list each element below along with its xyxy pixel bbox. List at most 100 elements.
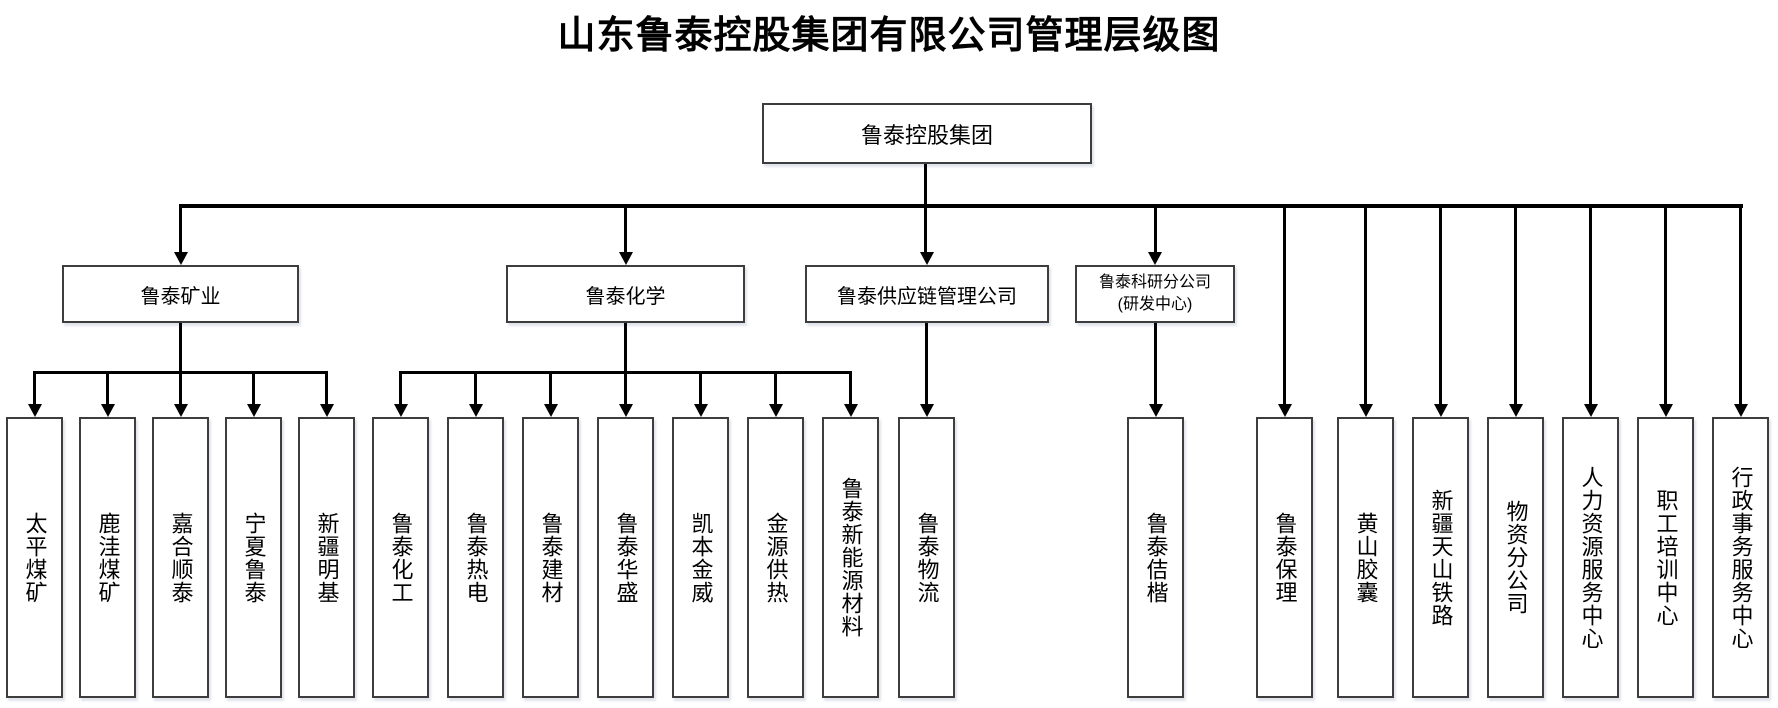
connector-line	[399, 373, 402, 405]
arrow-down-icon	[173, 404, 188, 417]
arrow-down-icon	[1433, 404, 1448, 417]
org-node-label: 鲁泰化工	[388, 511, 414, 604]
arrow-down-icon	[1358, 404, 1373, 417]
org-node-label: 嘉合顺泰	[168, 511, 194, 604]
connector-line	[925, 323, 928, 405]
arrow-down-icon	[618, 404, 633, 417]
org-node: 鲁泰物流	[898, 417, 955, 698]
connector-line	[179, 206, 182, 253]
arrow-down-icon	[1508, 404, 1523, 417]
org-node-label: 行政事务服务中心	[1728, 465, 1754, 650]
arrow-down-icon	[843, 404, 858, 417]
org-node-label: 黄山胶囊	[1353, 511, 1379, 604]
org-node-label: 鲁泰新能源材料	[838, 477, 864, 638]
org-node: 行政事务服务中心	[1712, 417, 1769, 698]
arrow-down-icon	[1733, 404, 1748, 417]
org-node-label: 鲁泰华盛	[613, 511, 639, 604]
org-node: 职工培训中心	[1637, 417, 1694, 698]
connector-line	[774, 373, 777, 405]
org-node: 鲁泰新能源材料	[822, 417, 879, 698]
connector-line	[33, 373, 36, 405]
connector-line	[1739, 206, 1742, 405]
org-node: 太平煤矿	[6, 417, 63, 698]
arrow-down-icon	[693, 404, 708, 417]
connector-line	[1664, 206, 1667, 405]
org-node: 新疆天山铁路	[1412, 417, 1469, 698]
org-node-label: 鲁泰矿业	[140, 285, 221, 308]
connector-line	[252, 373, 255, 405]
org-node-label: 物资分公司	[1503, 500, 1529, 615]
org-node-label: 鲁泰建材	[538, 511, 564, 604]
org-node-label: 鲁泰科研分公司	[1098, 274, 1211, 292]
arrow-down-icon	[1277, 404, 1292, 417]
arrow-down-icon	[100, 404, 115, 417]
org-node: 物资分公司	[1487, 417, 1544, 698]
org-node-label: 凯本金威	[688, 511, 714, 604]
arrow-down-icon	[768, 404, 783, 417]
connector-line	[1153, 206, 1157, 253]
org-node-label: 鲁泰供应链管理公司	[837, 285, 1017, 308]
connector-line	[924, 164, 927, 254]
org-node-chemical: 鲁泰化学	[506, 265, 745, 323]
arrow-down-icon	[173, 252, 188, 265]
arrow-down-icon	[468, 404, 483, 417]
connector-line	[1283, 206, 1286, 405]
org-node: 鲁泰热电	[447, 417, 504, 698]
org-node-label: 新疆天山铁路	[1428, 488, 1454, 627]
connector-line	[399, 371, 852, 374]
org-node: 鲁泰化工	[372, 417, 429, 698]
connector-line	[699, 373, 702, 405]
connector-line	[1439, 206, 1442, 405]
connector-line	[1589, 206, 1592, 405]
org-node-label: 鲁泰控股集团	[860, 122, 993, 148]
arrow-down-icon	[1658, 404, 1673, 417]
org-node-mining: 鲁泰矿业	[62, 265, 299, 323]
connector-line	[474, 373, 477, 405]
arrow-down-icon	[1148, 404, 1163, 417]
arrow-down-icon	[919, 404, 934, 417]
org-node: 宁夏鲁泰	[225, 417, 282, 698]
connector-line	[106, 373, 109, 405]
arrow-down-icon	[1148, 252, 1162, 265]
org-node-label: 鲁泰佶楷	[1143, 511, 1169, 604]
arrow-down-icon	[27, 404, 42, 417]
arrow-down-icon	[393, 404, 408, 417]
connector-line	[1364, 206, 1367, 405]
connector-line	[325, 373, 328, 405]
org-node: 金源供热	[747, 417, 804, 698]
org-node-supply-chain: 鲁泰供应链管理公司	[805, 265, 1049, 323]
org-node-label: 宁夏鲁泰	[241, 511, 267, 604]
connector-line	[849, 373, 852, 405]
org-node-root: 鲁泰控股集团	[762, 103, 1092, 164]
org-node-label: 鲁泰物流	[914, 511, 940, 604]
connector-trunk	[179, 204, 1743, 208]
arrow-down-icon	[246, 404, 261, 417]
org-node-label: 鲁泰热电	[463, 511, 489, 604]
connector-line	[179, 323, 182, 374]
connector-line	[624, 206, 627, 253]
org-node: 黄山胶囊	[1337, 417, 1394, 698]
org-node: 鲁泰华盛	[597, 417, 654, 698]
org-node: 嘉合顺泰	[152, 417, 209, 698]
org-node-label: 鲁泰保理	[1272, 511, 1298, 604]
arrow-down-icon	[920, 252, 934, 265]
arrow-down-icon	[618, 252, 633, 265]
arrow-down-icon	[1583, 404, 1598, 417]
org-node: 鲁泰保理	[1256, 417, 1313, 698]
connector-line	[1154, 323, 1157, 405]
org-node: 鲁泰佶楷	[1127, 417, 1184, 698]
org-node-label: 金源供热	[763, 511, 789, 604]
org-node-sublabel: (研发中心)	[1117, 296, 1193, 313]
org-node: 人力资源服务中心	[1562, 417, 1619, 698]
org-node-label: 新疆明基	[314, 511, 340, 604]
connector-line	[549, 373, 552, 405]
org-node: 鲁泰建材	[522, 417, 579, 698]
org-node-research: 鲁泰科研分公司 (研发中心)	[1075, 265, 1235, 323]
org-node-label: 鹿洼煤矿	[95, 511, 121, 604]
org-node-label: 人力资源服务中心	[1578, 465, 1604, 650]
arrow-down-icon	[319, 404, 334, 417]
org-node: 鹿洼煤矿	[79, 417, 136, 698]
org-node: 凯本金威	[672, 417, 729, 698]
org-node-label: 鲁泰化学	[585, 285, 666, 308]
